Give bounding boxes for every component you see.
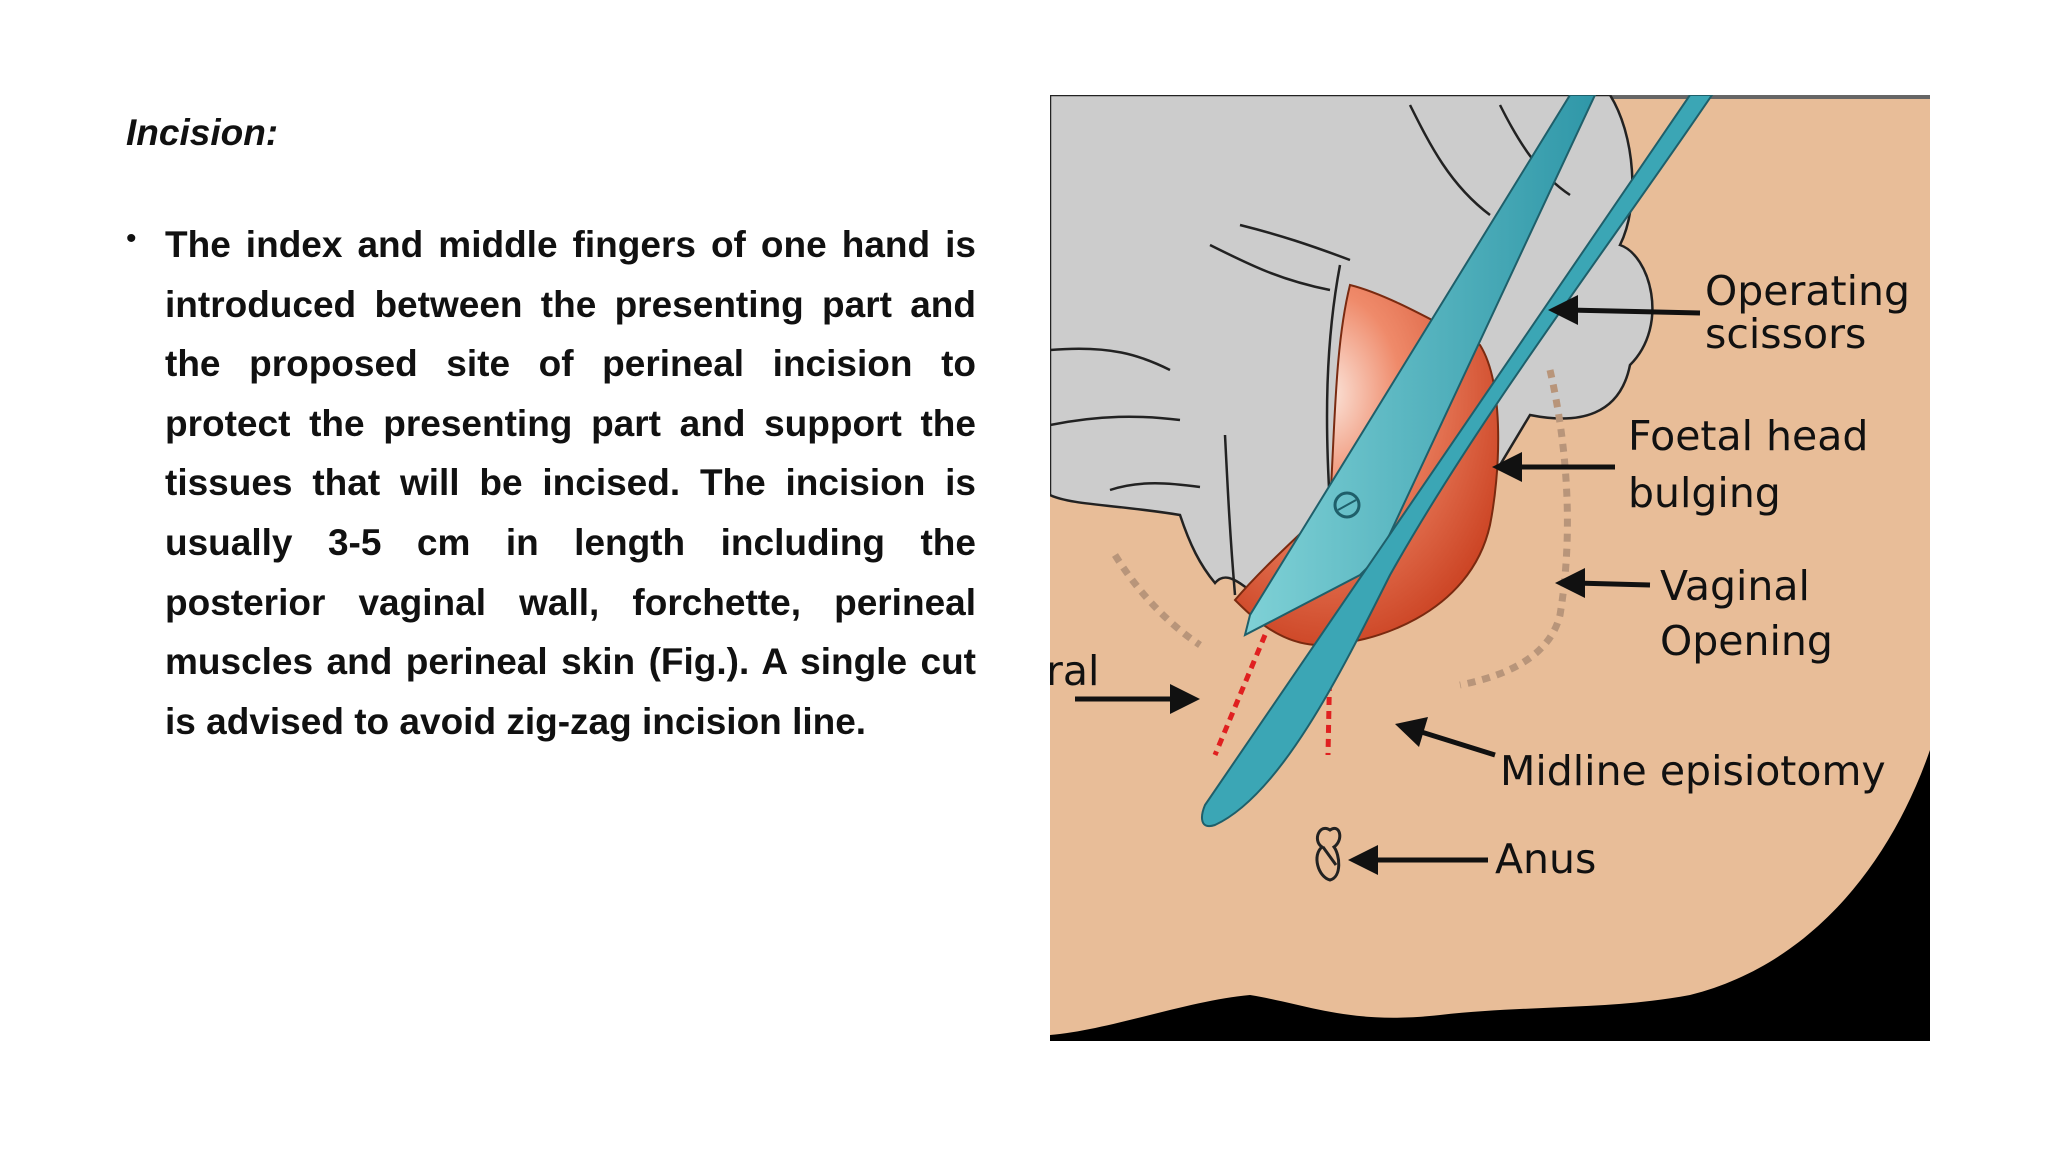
label-vaginal-line1: Vaginal <box>1660 562 1810 610</box>
finger-crease <box>1239 223 1351 262</box>
finger-crease <box>1109 482 1201 492</box>
bullet-list: • The index and middle fingers of one ha… <box>126 215 976 751</box>
scissors-pivot-icon <box>1333 491 1361 519</box>
label-scissors-line2: scissors <box>1705 310 1866 358</box>
episiotomy-illustration: Operating scissors Foetal head bulging V… <box>1050 95 1930 1041</box>
vaginal-opening-outline <box>1112 369 1571 689</box>
label-vaginal-line2: Opening <box>1660 617 1833 665</box>
bullet-dot-icon: • <box>126 222 137 255</box>
label-mediolateral-fragment: ral <box>1050 647 1099 695</box>
arrow-midline <box>1414 727 1496 758</box>
finger-edge <box>1223 434 1237 596</box>
finger-crease <box>1050 347 1171 372</box>
label-head-line2: bulging <box>1628 469 1781 517</box>
operating-scissors <box>1201 95 1714 828</box>
arrow-vaginal-opening <box>1574 580 1651 588</box>
callout-arrows <box>1075 295 1701 875</box>
scissors-upper-blade <box>1243 95 1597 637</box>
finger-crease <box>1408 104 1491 216</box>
label-anus: Anus <box>1495 835 1596 883</box>
arrow-scissors <box>1567 307 1701 316</box>
label-scissors-line1: Operating <box>1705 267 1910 315</box>
slide-heading: Incision: <box>126 112 279 153</box>
anus-icon <box>1315 826 1342 882</box>
finger-edge <box>1325 264 1342 506</box>
bullet-item: • The index and middle fingers of one ha… <box>126 215 976 751</box>
mediolateral-incision-line <box>1212 634 1268 756</box>
scissors-lower-blade <box>1201 95 1714 828</box>
bullet-text: The index and middle fingers of one hand… <box>165 224 976 742</box>
label-head-line1: Foetal head <box>1628 412 1868 460</box>
finger-crease <box>1209 243 1331 292</box>
episiotomy-figure: Operating scissors Foetal head bulging V… <box>1050 95 1930 1041</box>
finger-crease <box>1050 415 1181 427</box>
label-midline-episiotomy: Midline episiotomy <box>1500 747 1886 795</box>
